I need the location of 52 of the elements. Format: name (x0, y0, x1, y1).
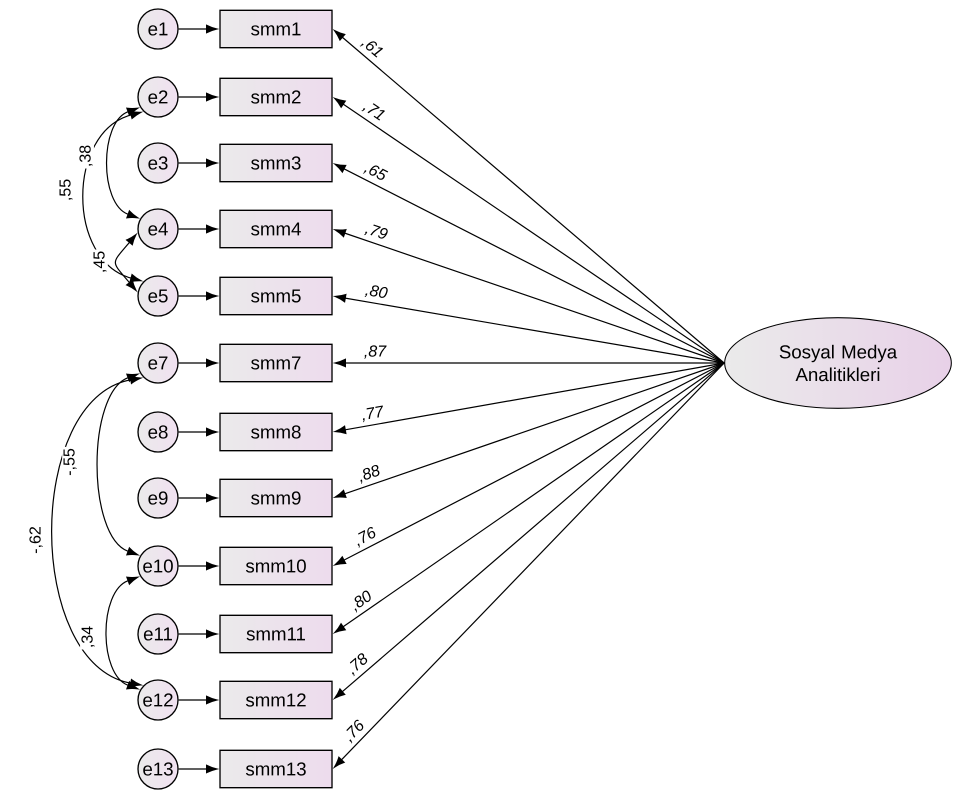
edge-label: ,88 (360, 464, 380, 484)
arrow (178, 92, 218, 102)
variable-box: smm11 (219, 614, 333, 654)
edge-label: ,34 (80, 624, 96, 650)
arrow (334, 362, 724, 634)
edge-label: ,76 (346, 720, 364, 744)
covariance-arc (105, 576, 138, 690)
edge-label: -,62 (28, 524, 44, 556)
variable-box: smm2 (219, 78, 333, 116)
edge-label: ,71 (361, 103, 385, 120)
edge-label: ,87 (364, 345, 387, 359)
variable-box: smm4 (219, 210, 333, 248)
arrow (178, 292, 218, 300)
edge-label: ,77 (362, 405, 383, 422)
edge-label: ,78 (350, 653, 368, 676)
arrow (178, 764, 218, 774)
variable-box: smm9 (219, 478, 333, 518)
variable-box: smm8 (219, 412, 333, 452)
edge-label: ,65 (362, 166, 388, 180)
covariance-arc (114, 234, 137, 291)
edge-label: ,76 (358, 526, 376, 548)
edge-label: ,45 (92, 250, 108, 274)
variable-box: smm12 (219, 680, 333, 720)
arrow (178, 158, 218, 168)
arrow (178, 358, 218, 368)
arrow (178, 630, 218, 638)
variable-box: smm7 (219, 344, 333, 382)
edge-label: ,79 (364, 224, 388, 239)
variable-box: smm1 (219, 10, 333, 48)
arrow (178, 224, 218, 234)
variable-box: smm10 (219, 546, 333, 586)
arrow (334, 98, 724, 364)
variable-box: smm13 (219, 750, 333, 788)
variable-box: smm5 (219, 276, 333, 316)
covariance-arc (51, 376, 142, 688)
edge-label: -,55 (62, 446, 78, 478)
edge-label: ,55 (58, 178, 74, 202)
edge-label: ,80 (354, 590, 371, 613)
arrow (178, 428, 218, 436)
covariance-arc (96, 374, 138, 556)
variable-box: smm3 (219, 144, 333, 182)
arrow (178, 562, 218, 570)
arrow (178, 696, 218, 704)
arrow (334, 229, 724, 364)
arrow (334, 362, 725, 768)
arrow (178, 494, 218, 502)
edge-label: ,38 (78, 144, 94, 168)
covariance-arc (106, 108, 138, 218)
edge-label: ,61 (360, 41, 384, 58)
arrow (178, 24, 218, 34)
edge-label: ,80 (364, 285, 388, 298)
arrow (334, 30, 725, 364)
